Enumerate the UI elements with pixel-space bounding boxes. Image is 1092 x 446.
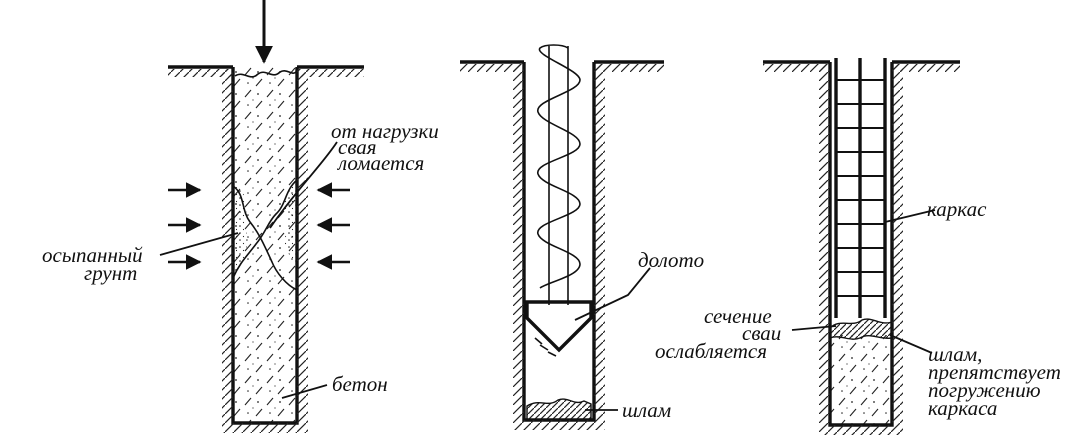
soil-pressure-arrows-left xyxy=(168,182,202,270)
auger-helix xyxy=(537,44,581,289)
pile-3-cage xyxy=(763,58,960,435)
sludge-bottom-middle xyxy=(526,398,592,421)
crack-line-2 xyxy=(232,179,298,279)
soil-pressure-arrows-right xyxy=(316,182,350,270)
label-sludge-right-line3: погружению xyxy=(928,378,1041,402)
pile-1-top-wavy xyxy=(234,70,297,78)
label-soil-line1: осыпанный xyxy=(42,243,143,267)
label-crack-line3: ломается xyxy=(337,151,424,175)
label-crack-line2: свая xyxy=(338,135,377,159)
label-crack-line1: от нагрузки xyxy=(331,119,439,143)
chisel-teeth xyxy=(534,337,557,357)
label-chisel: долото xyxy=(638,248,704,272)
label-soil-line2: грунт xyxy=(84,261,137,285)
label-section-line3: ослабляется xyxy=(655,339,767,363)
pile-1-broken xyxy=(159,0,364,433)
label-section-line2: сваи xyxy=(742,321,781,345)
label-concrete: бетон xyxy=(332,372,388,396)
label-sludge-right-line2: препятствует xyxy=(928,360,1061,384)
label-sludge-middle: шлам xyxy=(622,398,671,422)
label-cage: каркас xyxy=(927,197,987,221)
label-sludge-right-line1: шлам, xyxy=(928,342,982,366)
sludge-layer-right xyxy=(829,318,893,340)
chisel xyxy=(525,300,593,353)
label-sludge-right-line4: каркаса xyxy=(928,396,997,420)
pile-2-bore xyxy=(460,44,664,430)
label-section-line1: сечение xyxy=(704,304,772,328)
pile-3-concrete-bottom xyxy=(830,335,892,425)
reinforcement-cage xyxy=(834,58,887,318)
